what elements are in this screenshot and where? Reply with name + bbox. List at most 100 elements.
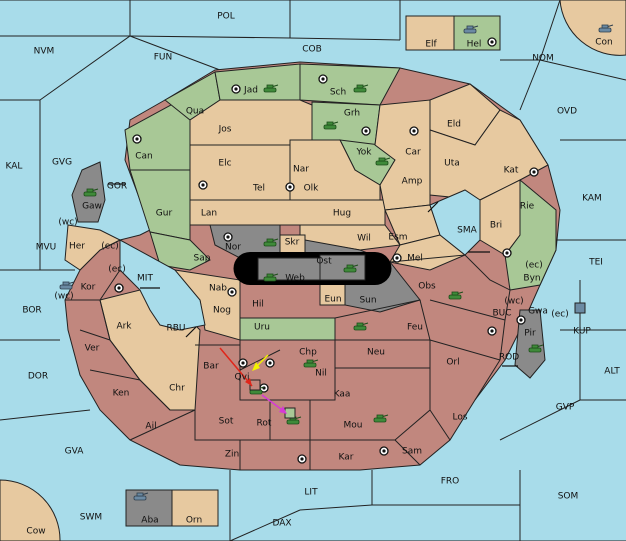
region-label-kar: Kar (339, 453, 354, 463)
sea-label-kal: KAL (6, 162, 23, 172)
region-label-yok: Yok (355, 148, 372, 158)
region-lan-hug (189, 199, 386, 226)
region-label-neu: Neu (367, 348, 385, 358)
coast-label-wc2: (wc) (54, 292, 73, 302)
move-arrow-icon (219, 347, 253, 387)
sea-label-mvu: MVU (36, 243, 57, 253)
region-label-elf: Elf (425, 40, 437, 50)
supply-center-icon (409, 126, 419, 136)
region-label-grh: Grh (344, 109, 360, 119)
coast-label-ec3: (ec) (525, 261, 543, 271)
region-label-hel: Hel (467, 40, 482, 50)
supply-center-icon (285, 182, 295, 192)
supply-center-icon (392, 253, 402, 263)
supply-center-icon (516, 315, 526, 325)
region-label-sap: Sap (194, 254, 211, 264)
supply-center-icon (238, 358, 248, 368)
region-label-qua: Qua (186, 107, 204, 117)
supply-center-icon (227, 287, 237, 297)
army-unit-icon[interactable] (249, 379, 261, 391)
region-label-ail: Ail (145, 422, 156, 432)
sea-label-gvg: GVG (52, 158, 72, 168)
region-label-ost: Ost (316, 257, 332, 267)
region-label-rot: Rot (257, 419, 272, 429)
region-label-rie: Rie (520, 202, 535, 212)
sea-label-gva: GVA (65, 447, 85, 457)
region-label-lan: Lan (201, 209, 217, 219)
region-cow (0, 479, 61, 541)
sea-label-nom: NOM (532, 54, 554, 64)
sea-label-nvm: NVM (34, 47, 55, 57)
supply-center-icon (132, 134, 142, 144)
region-label-los: Los (452, 413, 467, 423)
region-labels: POL NVM FUN COB NOM OVD KAL GVG GOR KAM … (6, 12, 621, 537)
coast-label-wc3: (wc) (504, 297, 523, 307)
region-her (64, 224, 122, 271)
region-label-gur: Gur (156, 209, 173, 219)
supply-center-icon (318, 74, 328, 84)
region-pir (514, 309, 546, 379)
region-label-nab: Nab (209, 284, 227, 294)
sea-label-pol: POL (217, 12, 235, 22)
sea-label-swm: SWM (80, 513, 102, 523)
region-label-tel: Tel (252, 184, 265, 194)
region-label-amp: Amp (402, 177, 423, 187)
region-label-kat: Kat (504, 166, 519, 176)
two-way-arrow-icon (185, 326, 197, 338)
region-label-zin: Zin (225, 450, 239, 460)
sea-label-mit: MIT (137, 274, 153, 284)
region-label-sot: Sot (219, 417, 234, 427)
supply-center-icon (487, 326, 497, 336)
region-label-can: Can (135, 152, 153, 162)
coast-label-ec1: (ec) (101, 242, 119, 252)
region-label-wil: Wil (357, 234, 371, 244)
region-orn (171, 489, 219, 527)
supply-center-icon (502, 248, 512, 258)
region-ost (319, 254, 366, 281)
region-label-cow: Cow (26, 527, 45, 537)
sea-label-tei: TEI (588, 258, 603, 268)
red-region-borders (65, 254, 511, 470)
two-way-arrows (108, 183, 518, 367)
inner-sea-sma (429, 189, 481, 256)
region-label-her: Her (69, 242, 85, 252)
sea-label-dax: DAX (272, 519, 291, 529)
region-elf (405, 15, 455, 51)
region-label-orn: Orn (186, 516, 202, 526)
region-label-elc: Elc (218, 159, 231, 169)
region-label-aba: Aba (141, 516, 158, 526)
region-label-skr: Skr (285, 238, 300, 248)
region-label-olk: Olk (304, 184, 320, 194)
supply-center-icon (114, 283, 124, 293)
region-label-orl: Orl (446, 358, 459, 368)
sea-label-dor: DOR (28, 372, 48, 382)
region-label-sam: Sam (402, 447, 422, 457)
sea-label-alt: ALT (604, 367, 620, 377)
region-label-chr: Chr (169, 384, 185, 394)
region-con (559, 0, 626, 56)
region-label-pir: Pir (524, 329, 536, 339)
sea-label-som: SOM (558, 492, 579, 502)
region-label-jad: Jad (243, 86, 258, 96)
region-label-mel: Mel (407, 254, 423, 264)
region-label-hug: Hug (333, 209, 351, 219)
supply-center-icon (379, 446, 389, 456)
region-label-sun: Sun (359, 296, 376, 306)
army-units[interactable] (59, 24, 614, 501)
move-arrows (219, 347, 287, 414)
sea-label-bor: BOR (22, 306, 41, 316)
region-label-ark: Ark (116, 322, 132, 332)
region-label-qvi: Qvi (235, 373, 250, 383)
army-unit-icon[interactable] (574, 302, 586, 314)
region-label-jos: Jos (218, 125, 232, 135)
region-label-byn: Byn (523, 274, 540, 284)
two-way-arrow-icon (427, 201, 439, 213)
region-label-eld: Eld (447, 120, 461, 130)
sea-label-cob: COB (302, 45, 322, 55)
supply-center-icon (529, 167, 539, 177)
region-label-bar: Bar (203, 362, 219, 372)
coast-label-ec2: (ec) (108, 265, 126, 275)
sea-label-ovd: OVD (557, 107, 577, 117)
region-label-chp: Chp (299, 348, 317, 358)
